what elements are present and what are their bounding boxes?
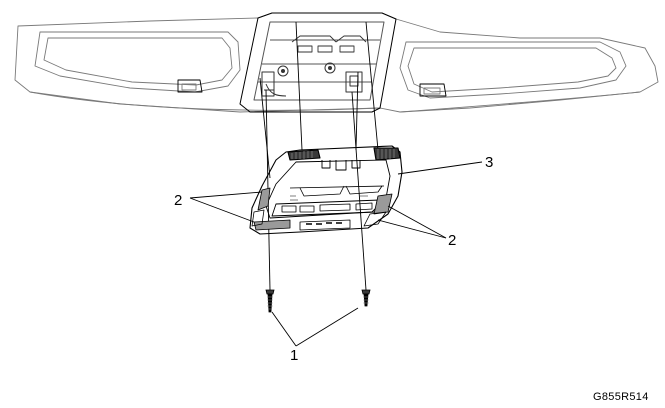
figure-id: G855R514 <box>593 391 649 403</box>
callout-fastener: 1 <box>290 347 298 364</box>
alignment-lines <box>259 21 379 291</box>
callout-retainer-upper: 2 <box>174 192 182 209</box>
bezel-grip-left <box>287 149 321 161</box>
overhead-console-bezel <box>249 145 403 235</box>
callout-console-bezel: 3 <box>485 154 493 171</box>
leader-lines <box>189 161 483 347</box>
screw-right <box>361 289 371 307</box>
headliner <box>14 12 659 113</box>
callout-retainer-lower: 2 <box>448 232 456 249</box>
bezel-grip-right <box>373 147 401 161</box>
screw-left <box>265 289 275 313</box>
headliner-console-opening <box>239 12 397 113</box>
